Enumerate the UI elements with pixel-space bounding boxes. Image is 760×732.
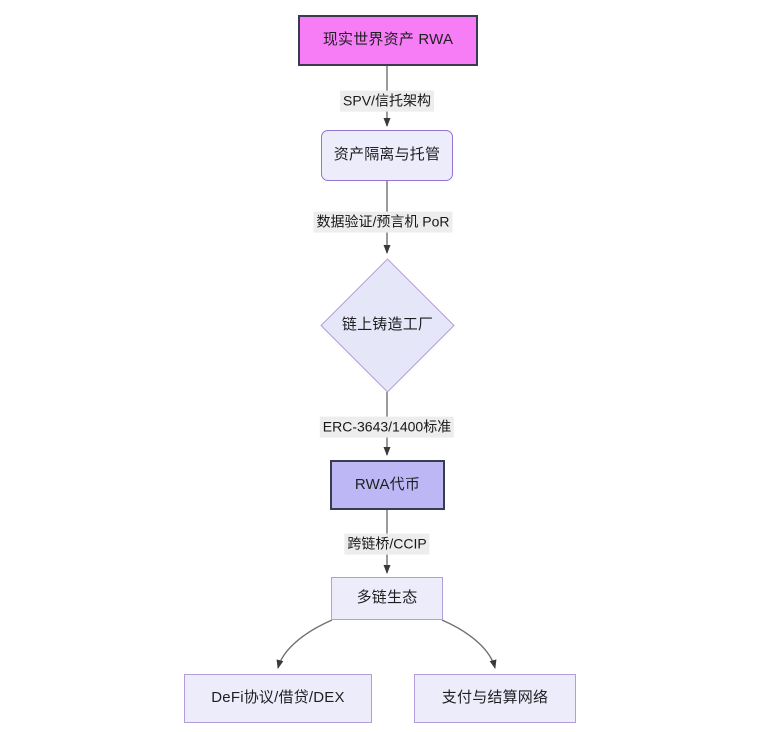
node-multichain-label: 多链生态: [356, 589, 418, 607]
node-token-label: RWA代币: [354, 475, 421, 493]
edge-label-oracle: 数据验证/预言机 PoR: [313, 211, 453, 233]
node-settlement-label: 支付与结算网络: [441, 689, 549, 707]
node-multichain[interactable]: 多链生态: [331, 577, 443, 620]
node-mint[interactable]: 链上铸造工厂: [320, 258, 455, 393]
node-custody-label: 资产隔离与托管: [333, 146, 441, 164]
edge-label-erc-standard: ERC-3643/1400标准: [319, 416, 455, 438]
node-mint-label: 链上铸造工厂: [341, 316, 434, 334]
edge-multichain-settlement: [441, 619, 497, 669]
edge-label-bridge-ccip: 跨链桥/CCIP: [344, 533, 430, 555]
node-defi-label: DeFi协议/借贷/DEX: [211, 689, 345, 707]
edge-label-spv: SPV/信托架构: [340, 90, 434, 112]
node-token[interactable]: RWA代币: [330, 460, 445, 510]
node-settlement[interactable]: 支付与结算网络: [414, 674, 576, 723]
node-defi[interactable]: DeFi协议/借贷/DEX: [184, 674, 372, 723]
node-rwa[interactable]: 现实世界资产 RWA: [298, 15, 478, 66]
node-rwa-label: 现实世界资产 RWA: [322, 31, 454, 49]
edge-multichain-defi: [276, 619, 333, 669]
node-custody[interactable]: 资产隔离与托管: [321, 130, 453, 181]
